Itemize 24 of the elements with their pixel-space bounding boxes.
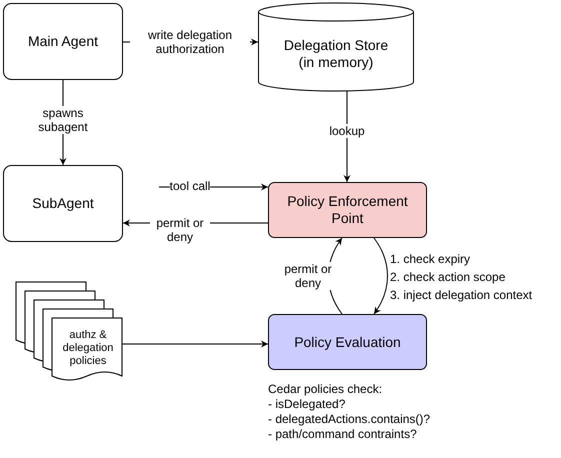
- node-label: Policy Enforcement Point: [286, 193, 409, 227]
- document-label: authz & delegation policies: [62, 329, 114, 368]
- step-text: 1. check expiry: [390, 252, 470, 267]
- note-text: Cedar policies check:: [268, 382, 382, 397]
- edge-label: write delegation authorization: [130, 28, 250, 56]
- edge-label: permit or deny: [150, 216, 210, 244]
- arrow: [374, 238, 388, 314]
- arrow: [122, 340, 268, 348]
- edge-label: tool call: [170, 179, 210, 193]
- node-label: Delegation Store (in memory): [282, 37, 390, 71]
- note-text: - delegatedActions.contains()?: [268, 412, 430, 427]
- agent-box: [3, 165, 123, 242]
- note-text: - isDelegated?: [268, 397, 346, 412]
- process-box: [268, 314, 427, 370]
- node-label: Main Agent: [28, 33, 98, 50]
- node-label: SubAgent: [32, 195, 94, 212]
- process-box: [268, 182, 427, 238]
- node-label: Policy Evaluation: [294, 334, 401, 350]
- note-text: - path/command contraints?: [268, 427, 417, 442]
- step-text: 3. inject delegation context: [390, 288, 532, 303]
- edge-label: lookup: [329, 124, 365, 138]
- agent-box: [3, 3, 123, 80]
- datastore-cylinder: [258, 3, 414, 91]
- step-text: 2. check action scope: [390, 270, 506, 285]
